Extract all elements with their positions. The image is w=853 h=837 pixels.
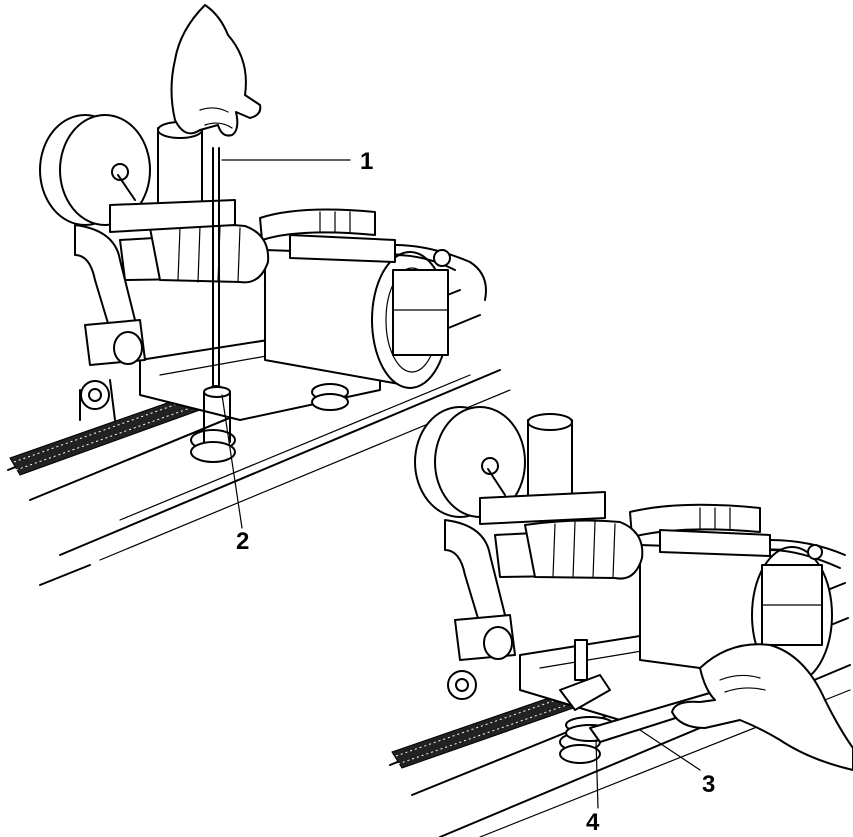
- callout-label-1: 1: [360, 148, 374, 175]
- callout-label-3: 3: [702, 771, 716, 798]
- lower-front-handle: [494, 519, 644, 580]
- lower-toothed-rack: [391, 689, 583, 769]
- upper-wheels: [80, 380, 349, 463]
- lower-hand: [671, 643, 853, 771]
- lower-rear-handle: [629, 503, 846, 569]
- leader-line-4: [595, 739, 599, 809]
- lower-assembly: [389, 406, 853, 837]
- lower-spool: [414, 406, 526, 518]
- upper-assembly: [7, 4, 511, 586]
- lower-wheels: [447, 670, 601, 764]
- upper-toothed-rack: [9, 394, 201, 476]
- upper-clamp-bracket: [74, 224, 146, 421]
- leader-line-3: [639, 729, 701, 771]
- leader-line-2: [221, 394, 243, 529]
- upper-spool: [39, 114, 151, 226]
- lower-post: [479, 413, 606, 525]
- upper-hand: [170, 4, 262, 137]
- upper-front-handle: [119, 223, 270, 284]
- upper-cylinder: [264, 249, 449, 389]
- callout-label-2: 2: [236, 528, 250, 555]
- lower-clamp-bracket: [444, 519, 516, 661]
- upper-rear-handle: [259, 208, 487, 301]
- measuring-rod: [203, 147, 231, 443]
- callout-label-4: 4: [586, 809, 600, 836]
